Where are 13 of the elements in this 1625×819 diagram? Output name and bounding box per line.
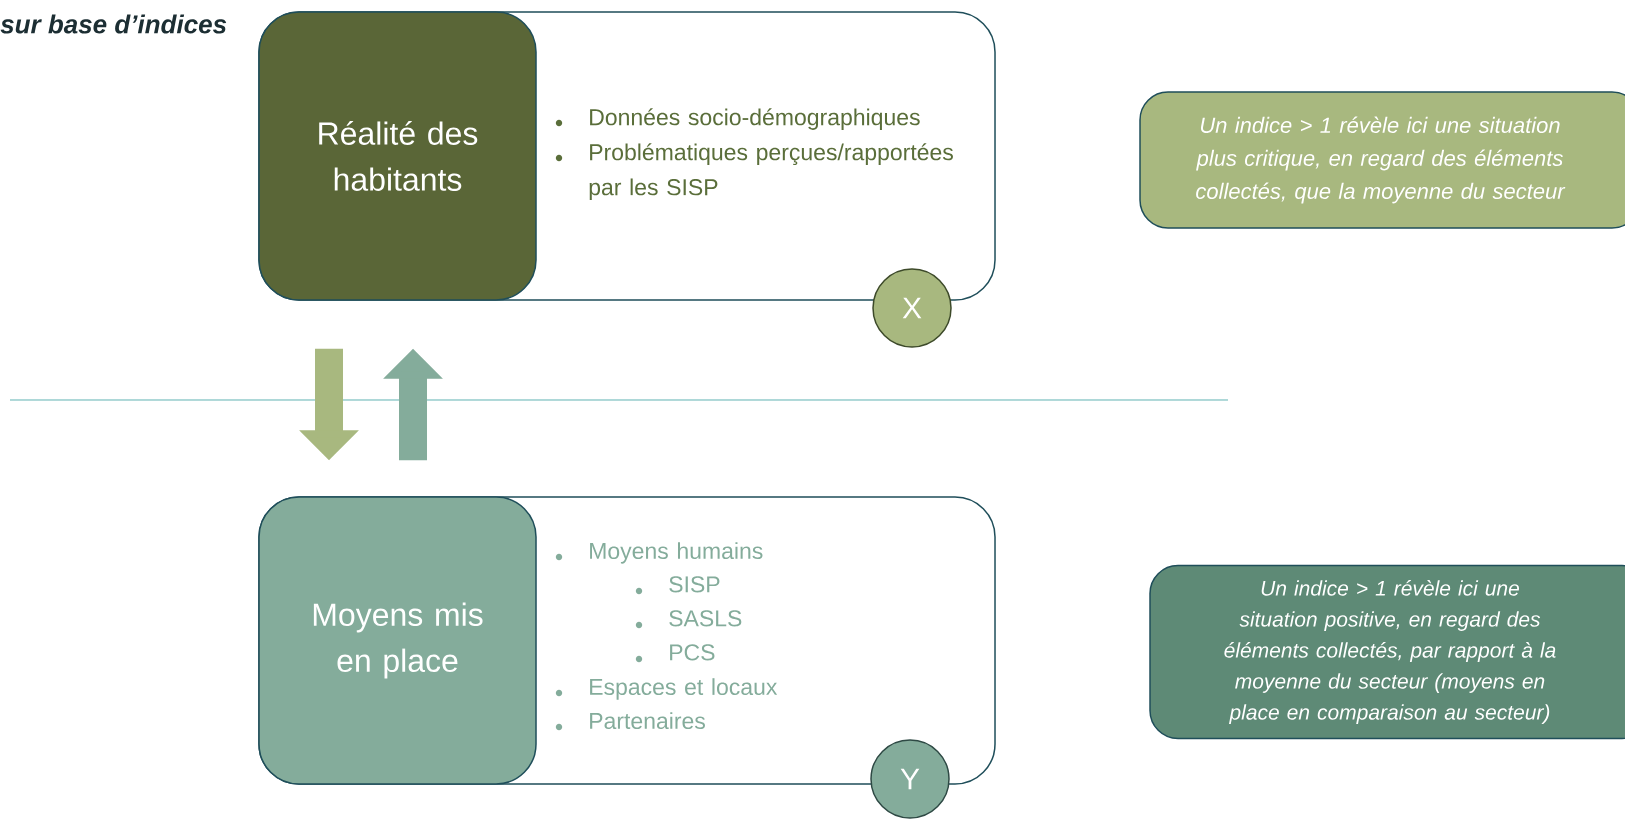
bullet-item: Données socio-démographiques <box>555 108 920 130</box>
label-box: Réalité des habitants <box>258 11 537 301</box>
bullet-item: SISP <box>635 576 720 595</box>
bullet-item: PCS <box>635 644 715 663</box>
bullet-item: Moyens humains <box>555 542 763 564</box>
note-box: Un indice > 1 révèle ici une situation positive, en regard des éléments collectés, par rapport à la moyenne du secteur (moyens en place en comparaison au secteur) <box>1149 564 1625 740</box>
bullet-item: Partenaires <box>555 712 705 731</box>
note-box: Un indice > 1 révèle ici une situation plus critique, en regard des éléments collectés, que la moyenne du secteur <box>1139 91 1625 229</box>
bullet-item: Problématiques perçues/rapportées par les SISP <box>555 143 953 200</box>
label-box: Moyens mis en place <box>258 496 537 785</box>
bullet-item: Espaces et locaux <box>555 678 778 700</box>
bullet-item: SASLS <box>635 610 742 629</box>
title: sur base d’indices <box>0 14 227 34</box>
